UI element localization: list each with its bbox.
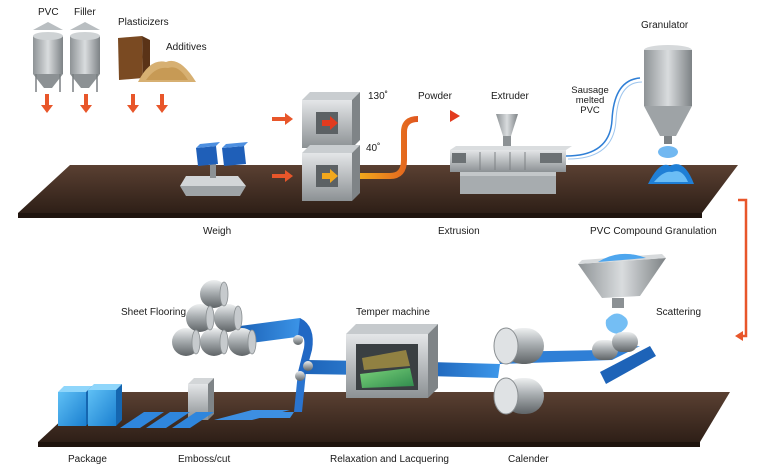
- sausage-label-line3: PVC: [580, 105, 600, 116]
- temper-machine-icon: [346, 324, 438, 398]
- sheet-flooring-label: Sheet Flooring: [121, 307, 187, 318]
- warm-pipe: [360, 116, 419, 179]
- sheet-flooring-rolls-icon: [172, 280, 257, 356]
- granulator-machine-icon: [644, 45, 694, 184]
- extruder-label: Extruder: [491, 91, 529, 102]
- pvc-silo-icon: [33, 22, 63, 92]
- temp-high-label: 130˚: [368, 91, 389, 102]
- package-boxes-icon: [58, 384, 122, 426]
- plasticizers-label: Plasticizers: [118, 17, 169, 28]
- weigh-scale-icon: [180, 142, 248, 196]
- cut-sheets-icon: [120, 410, 290, 428]
- stage-emboss-cut-label: Emboss/cut: [178, 454, 231, 465]
- sausage-label-line2: melted: [575, 95, 605, 106]
- sausage-label-line1: Sausage: [571, 85, 609, 96]
- stage-granulation-label: PVC Compound Granulation: [590, 226, 717, 237]
- additives-pile-icon: [138, 60, 196, 82]
- granulator-label: Granulator: [641, 20, 689, 31]
- stage-relaxation-label: Relaxation and Lacquering: [330, 454, 449, 465]
- scattering-label: Scattering: [656, 307, 702, 318]
- cool-mixer-icon: [302, 145, 360, 201]
- mixer-feed-arrows: [272, 113, 293, 182]
- stage-package-label: Package: [68, 454, 107, 465]
- filler-silo-icon: [70, 22, 100, 92]
- hot-pipe: [360, 110, 460, 122]
- input-down-arrows: [41, 94, 168, 113]
- temper-machine-label: Temper machine: [356, 307, 430, 318]
- guide-rollers-icon: [293, 335, 313, 381]
- scattering-rollers-icon: [592, 332, 638, 360]
- top-conveyor-belt: [18, 165, 738, 218]
- stage-calender-label: Calender: [508, 454, 549, 465]
- filler-label: Filler: [74, 7, 96, 18]
- scattering-hopper-icon: [578, 253, 666, 334]
- additives-label: Additives: [166, 42, 207, 53]
- sausage-pipe: [565, 77, 643, 160]
- emboss-cut-machine-icon: [188, 378, 214, 420]
- extruder-machine-icon: [450, 114, 572, 194]
- hot-mixer-icon: [302, 92, 360, 148]
- temp-low-label: 40˚: [366, 143, 381, 154]
- powder-label: Powder: [418, 91, 452, 102]
- plasticizers-bag-icon: [118, 36, 150, 80]
- stage-weigh-label: Weigh: [203, 226, 232, 237]
- flow-connector-arrow: [735, 198, 748, 341]
- calender-rolls-icon: [493, 327, 544, 415]
- pvc-label: PVC: [38, 7, 59, 18]
- stage-extrusion-label: Extrusion: [438, 226, 480, 237]
